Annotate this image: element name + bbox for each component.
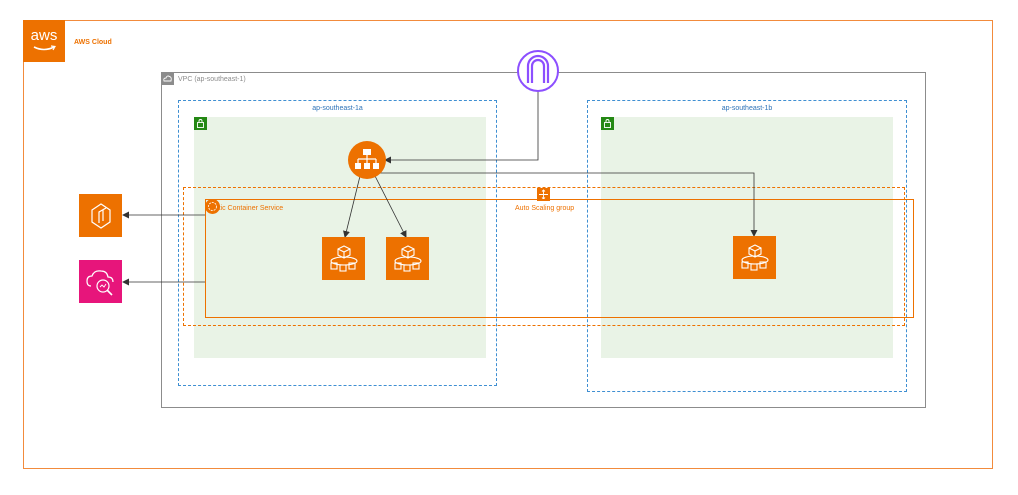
ecs-icon bbox=[205, 199, 220, 214]
availability-zone-b-label: ap-southeast-1b bbox=[721, 105, 773, 112]
ecs-cluster-group bbox=[205, 199, 914, 318]
ecs-cluster-label: Elastic Container Service bbox=[205, 205, 284, 212]
auto-scaling-group bbox=[183, 187, 905, 326]
availability-zone-a-label: ap-southeast-1a bbox=[312, 105, 363, 112]
aws-smile-icon bbox=[33, 45, 56, 51]
alb-to-task-1-connector bbox=[343, 171, 362, 238]
fargate-task-icon[interactable] bbox=[386, 237, 429, 280]
application-load-balancer-icon[interactable] bbox=[348, 141, 386, 179]
availability-zone-b bbox=[587, 100, 907, 392]
availability-zone-a bbox=[178, 100, 497, 386]
fargate-task-icon[interactable] bbox=[733, 236, 776, 279]
auto-scaling-group-label: Auto Scaling group bbox=[515, 205, 575, 212]
private-subnet-lock-icon bbox=[601, 117, 614, 130]
vpc-label: VPC (ap-southeast-1) bbox=[178, 76, 246, 83]
private-subnet-lock-icon bbox=[194, 117, 207, 130]
igw-to-alb-connector bbox=[384, 86, 539, 164]
vpc-cloud-icon bbox=[161, 72, 174, 85]
fargate-task-icon[interactable] bbox=[322, 237, 365, 280]
aws-cloud-group bbox=[23, 20, 993, 469]
alb-to-task-2-connector bbox=[372, 171, 407, 238]
aws-logo: aws bbox=[23, 20, 65, 62]
aws-cloud-title: AWS Cloud bbox=[74, 39, 112, 46]
aws-logo-text: aws bbox=[30, 27, 58, 44]
elastic-container-registry-icon[interactable] bbox=[79, 194, 122, 237]
alb-to-task-3-connector bbox=[380, 172, 758, 237]
cloudwatch-icon[interactable] bbox=[79, 260, 122, 303]
